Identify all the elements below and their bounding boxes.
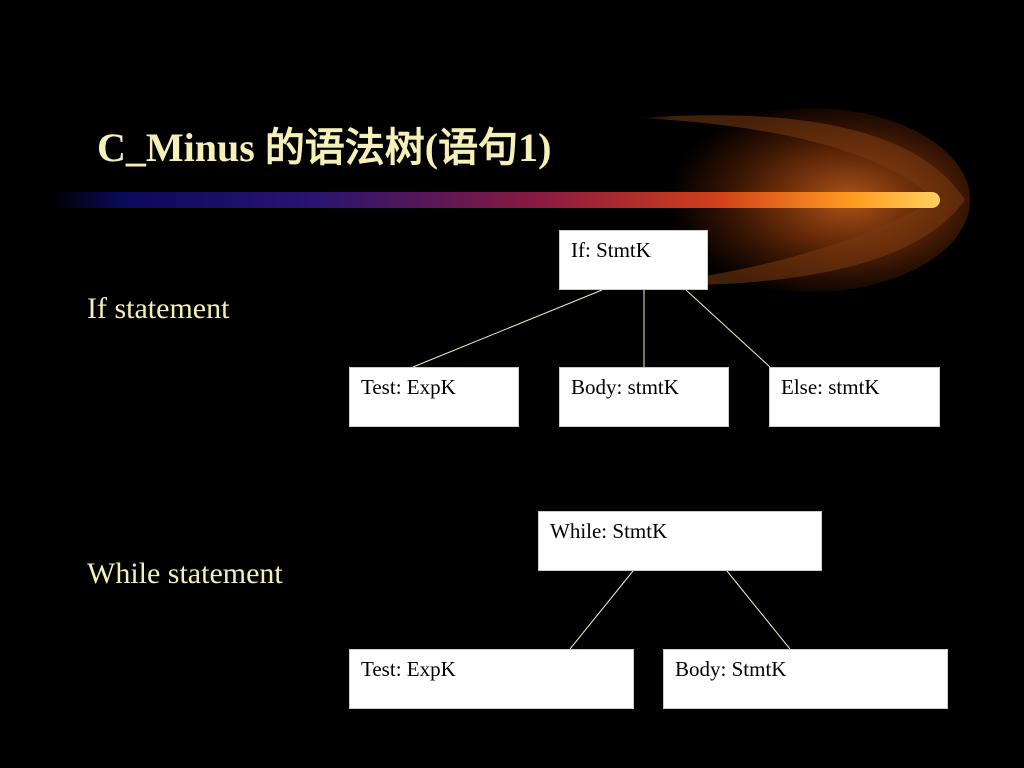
- while-test-node: Test: ExpK: [349, 649, 634, 709]
- if-test-node: Test: ExpK: [349, 367, 519, 427]
- if-edge-test: [412, 289, 603, 368]
- page-title: C_Minus 的语法树(语句1): [97, 125, 552, 170]
- if-statement-label: If statement: [87, 292, 230, 325]
- while-root-node: While: StmtK: [538, 511, 822, 571]
- if-body-node: Body: stmtK: [559, 367, 729, 427]
- while-body-node: Body: StmtK: [663, 649, 948, 709]
- while-statement-label: While statement: [87, 557, 283, 590]
- while-edge-test: [569, 570, 634, 650]
- if-root-node: If: StmtK: [559, 230, 708, 290]
- while-edge-body: [726, 570, 791, 650]
- if-edge-else: [685, 289, 771, 368]
- if-else-node: Else: stmtK: [769, 367, 940, 427]
